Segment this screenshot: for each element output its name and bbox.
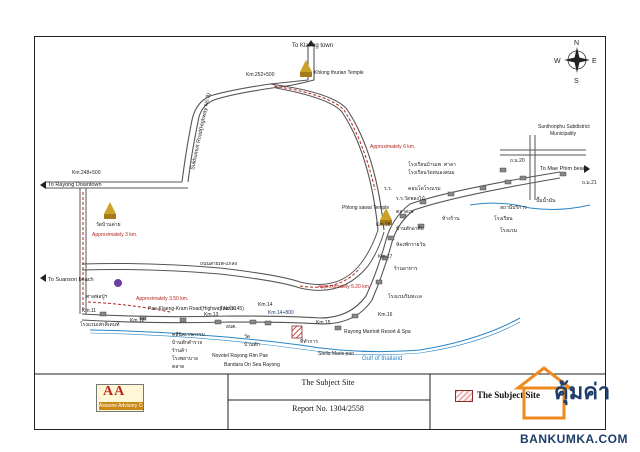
label-approx-3: Approximately 3 km. — [92, 232, 137, 238]
sukhumvit-road — [46, 44, 315, 189]
distance-markers — [82, 85, 376, 313]
legend-subject-label: The Subject Site — [477, 390, 540, 400]
label-thai-21: บ้านพัก — [244, 341, 260, 348]
watermark-brand: คุ้มค่า — [554, 380, 611, 405]
label-highway-3145: Pae-Klaeng-Kram Road(Highway No.3145) — [148, 306, 244, 312]
label-thai-4: คลีนิคเวชกรรม — [172, 331, 205, 338]
label-thai-24: ห้างร้าน — [442, 215, 460, 222]
footer-report-number: Report No. 1304/2558 — [292, 404, 364, 413]
label-stella: Stella Maris pao — [318, 351, 354, 357]
compass-rose-icon: N S E W — [554, 40, 597, 85]
label-thai-11: ร้านอาหาร — [394, 265, 418, 272]
northeast-road — [269, 83, 385, 231]
label-km-11: Km.11 — [82, 308, 96, 314]
label-thai-7: คอนโดโรงแรม — [408, 185, 441, 192]
temple-icon-left — [104, 202, 116, 219]
label-km-252: Km.252+500 — [246, 72, 275, 78]
coastline-inner — [89, 321, 521, 356]
label-thai-1: โรงเรียนบ้านเพ — [408, 161, 441, 168]
label-klong-temple: Khlong thurian Temple — [314, 70, 364, 76]
label-thai-3: โรงแรมเพรสิเดนท์ — [80, 321, 119, 328]
direction-arrows — [40, 40, 590, 282]
label-n-21: ถ.ม.21 — [582, 180, 597, 186]
label-km-14-800: Km.14+800 — [268, 310, 294, 316]
label-thai-20: วัด — [244, 334, 250, 340]
legend-subject-swatch — [455, 390, 473, 402]
subject-site-marker[interactable] — [291, 325, 303, 339]
label-thai-14: สถานีบริการ — [500, 204, 527, 211]
label-thai-8: ตลาดเพ — [396, 209, 413, 215]
label-n-20: ถ.ม.20 — [510, 158, 525, 164]
watermark-house-icon — [514, 366, 575, 420]
compass-s: S — [574, 78, 579, 85]
label-bandara: Bandara On Sea Rayong — [224, 362, 280, 368]
label-thai-5: บ้านพักตำรวจ — [172, 339, 202, 346]
label-phlong-temple: Phlong sawai Temple — [342, 205, 389, 211]
label-km-12: Km.12 — [130, 318, 145, 324]
label-km-14: Km.14 — [258, 302, 273, 308]
label-thai-9: บ้านพักอาศัย — [396, 225, 424, 232]
mae-phim-road — [500, 135, 586, 200]
label-thai-2: โรงเรียนวัดหนองสนม — [408, 169, 455, 176]
label-thai-17: ร้านค้า — [172, 347, 188, 354]
label-to-rayong: To Rayong Downtown — [48, 182, 102, 188]
label-thai-6: ร.ร.วัดพลงไม้ — [396, 195, 425, 202]
compass-e: E — [592, 58, 597, 65]
label-temple-small: ศาลพ่อปู่ฯ — [86, 294, 108, 300]
label-thai-19: ตลาด — [172, 364, 184, 370]
label-municipality: Municipality — [550, 131, 577, 137]
label-to-mae-phim: To Mae Phim beach — [540, 166, 589, 172]
label-approx-520: Approximately 5.20 km. — [318, 284, 370, 290]
label-km-18: Km.18 — [376, 222, 391, 228]
label-thai-26: ร.ร. — [384, 186, 392, 192]
footer-title: The Subject Site — [301, 378, 355, 387]
label-sunthonphu: Sunthonphu Subdistrict — [538, 124, 590, 130]
label-km-248: Km.248+500 — [72, 170, 101, 176]
label-temple-left: วัดบ้านค่าย — [96, 221, 121, 228]
label-novotel: Novotel Rayong Rim Pae — [212, 353, 268, 359]
label-km-17: Km.17 — [378, 254, 393, 260]
temple-icon — [300, 60, 312, 77]
building-icons — [99, 167, 567, 331]
map-frame — [34, 36, 606, 430]
company-logo-mark: AA — [103, 384, 126, 399]
label-rayong-marriott: Rayong Marriott Resort & Spa — [344, 329, 411, 335]
compass-w: W — [554, 58, 561, 65]
river — [469, 202, 591, 210]
label-approx-6: Approximately 6 km. — [370, 144, 415, 150]
coastline — [89, 317, 521, 353]
label-thai-22: ที่ทำการ — [300, 338, 318, 345]
temple-icon-phlong — [380, 208, 392, 225]
company-logo: AA Asiaone Advisory Co., Ltd. — [96, 384, 144, 412]
label-km-13: Km.13 — [204, 312, 219, 318]
label-thai-13: ปั๊มน้ำมัน — [536, 195, 556, 204]
label-to-klaeng: To Klaeng town — [292, 43, 333, 49]
label-km-15: Km.15 — [316, 320, 331, 326]
label-thai-18: โรงพยาบาล — [172, 355, 198, 362]
label-sukhumvit: Sukhumvit Road(Highway No.3) — [190, 92, 212, 170]
watermark-url[interactable]: BANKUMKA.COM — [520, 432, 628, 446]
label-thai-27: อบต. — [226, 324, 237, 330]
label-thai-15: โรงแรม — [500, 227, 517, 234]
label-approx-350: Approximately 3.50 km. — [136, 296, 188, 302]
label-thai-12: โรงแรมริมทะเล — [388, 293, 422, 300]
label-thai-10: ห้องพักรายวัน — [396, 241, 426, 248]
label-thai-23: โรงเรียน — [494, 215, 513, 222]
label-to-suanson: To Suanson beach — [48, 277, 94, 283]
label-thai-16: รีสอร์ท — [220, 305, 235, 312]
west-connector-road — [79, 188, 87, 314]
inner-loop-road — [81, 229, 385, 291]
label-gulf: Gulf of thailand — [362, 356, 402, 362]
label-thai-25: ศาลา — [444, 162, 456, 168]
highway-3145 — [81, 171, 561, 325]
label-km-16: Km.16 — [378, 312, 393, 318]
company-name: Asiaone Advisory Co., Ltd. — [99, 402, 143, 410]
shrine-icon — [114, 279, 122, 287]
label-pae-road: ถนนสายเพ-แกลง — [200, 261, 238, 267]
compass-n: N — [574, 40, 579, 47]
